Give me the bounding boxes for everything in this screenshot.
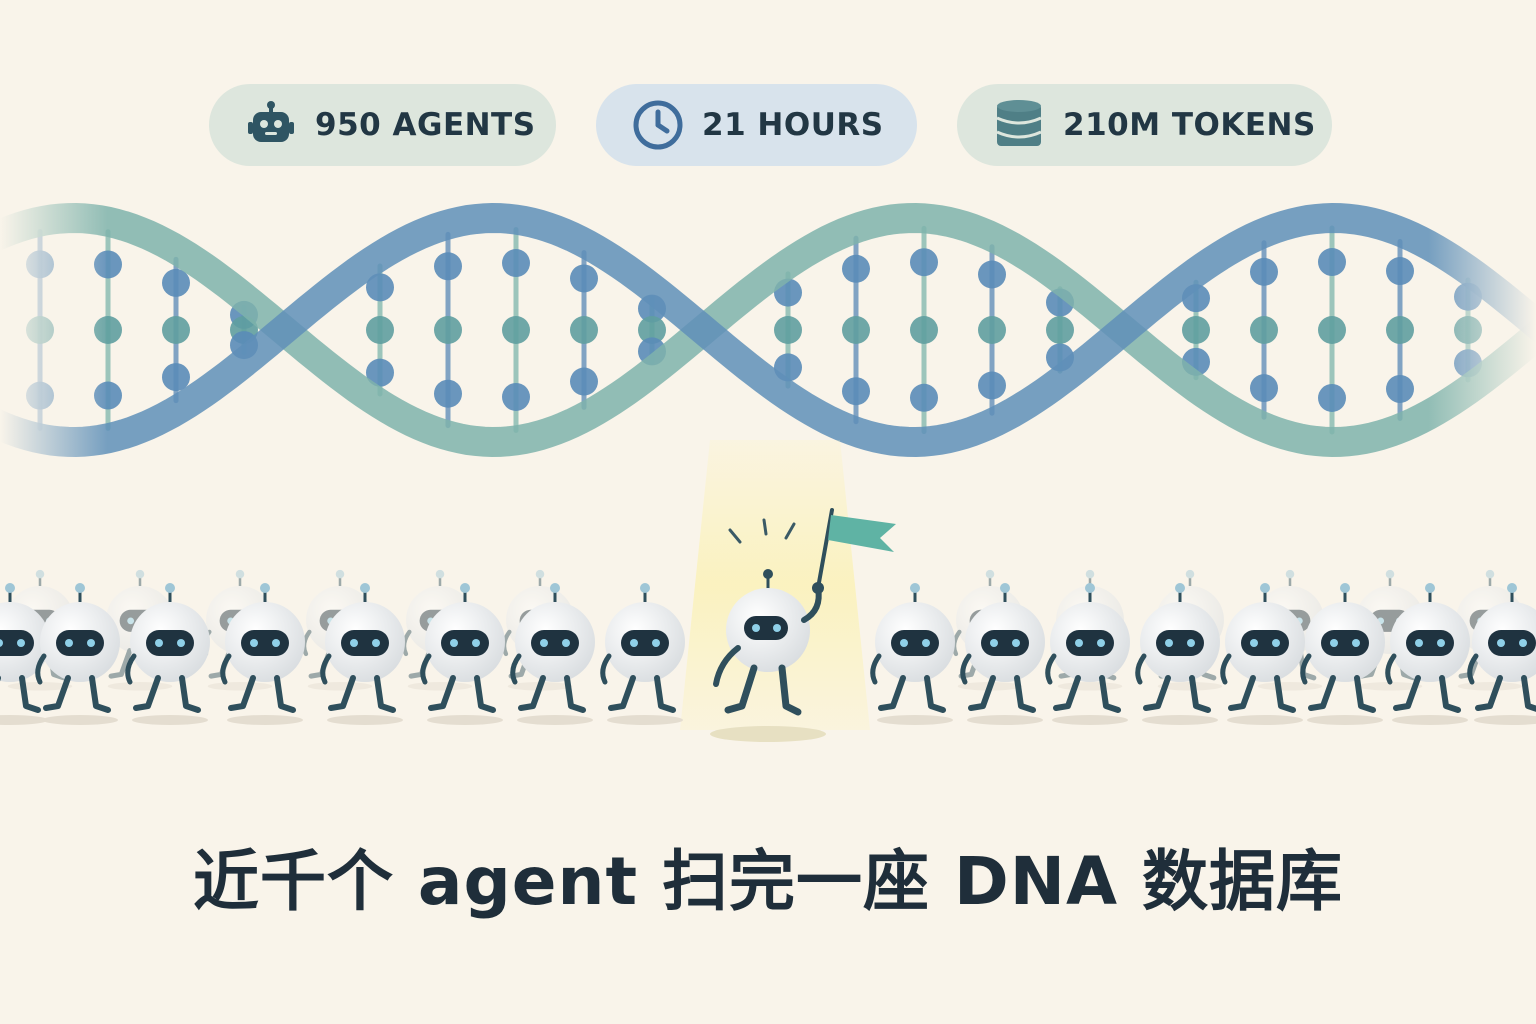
tokens-stat-label: 210M TOKENS xyxy=(1063,107,1316,143)
hours-stat-pill: 21 HOURS xyxy=(596,84,917,166)
database-icon xyxy=(991,97,1047,153)
flag xyxy=(828,515,896,552)
crowd-robot xyxy=(35,583,120,725)
dna-robots-illustration xyxy=(0,190,1536,742)
crowd-robot xyxy=(1045,583,1130,725)
crowd-robot xyxy=(320,583,405,725)
crowd-robot xyxy=(1220,583,1305,725)
crowd-robot xyxy=(220,583,305,725)
spotlight-beam xyxy=(680,440,870,730)
crowd-robot xyxy=(1135,583,1220,725)
hours-stat-label: 21 HOURS xyxy=(702,107,884,143)
agents-stat-pill: 950 AGENTS xyxy=(209,84,556,166)
crowd-robot xyxy=(960,583,1045,725)
robot-icon xyxy=(243,97,299,153)
clock-icon xyxy=(630,97,686,153)
crowd-robot xyxy=(0,583,50,725)
crowd-robot xyxy=(420,583,505,725)
crowd-robot xyxy=(870,583,955,725)
crowd-robot xyxy=(600,583,685,725)
agents-stat-label: 950 AGENTS xyxy=(315,107,536,143)
leader-robot-with-flag xyxy=(710,508,896,742)
headline: 近千个 agent 扫完一座 DNA 数据库 xyxy=(192,843,1344,920)
crowd-robot xyxy=(1467,583,1536,725)
crowd-robot xyxy=(1385,583,1470,725)
crowd-robot xyxy=(1300,583,1385,725)
stats-row: 950 AGENTS 21 HOURS 210M TOKENS xyxy=(0,84,1536,166)
tokens-stat-pill: 210M TOKENS xyxy=(957,84,1332,166)
crowd-robot xyxy=(125,583,210,725)
robot-crowd xyxy=(0,569,1536,725)
crowd-robot xyxy=(510,583,595,725)
